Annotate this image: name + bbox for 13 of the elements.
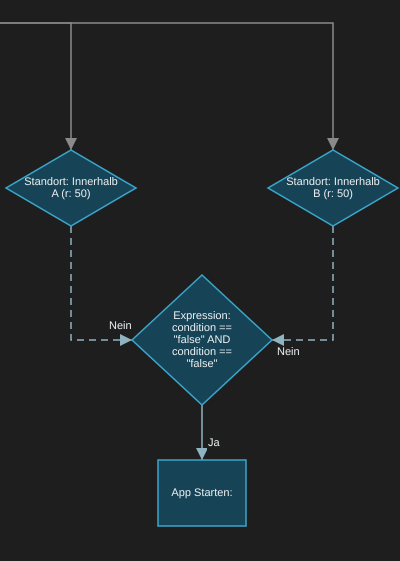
node-text: Expression: condition == "false" AND condition == "false": [171, 310, 233, 370]
decision-diamond: [132, 275, 272, 405]
decision-diamond: [6, 150, 136, 226]
node-text: Standort: Innerhalb B (r: 50): [285, 176, 381, 200]
arrow: [70, 226, 132, 346]
node-text: App Starten:: [171, 487, 233, 499]
edge-label: Ja: [207, 437, 221, 450]
arrow: [196, 405, 208, 460]
arrow: [0, 22, 339, 150]
node-text: Standort: Innerhalb A (r: 50): [23, 176, 119, 200]
arrow: [272, 226, 334, 346]
decision-diamond: [268, 150, 398, 226]
process-box: [158, 460, 246, 526]
